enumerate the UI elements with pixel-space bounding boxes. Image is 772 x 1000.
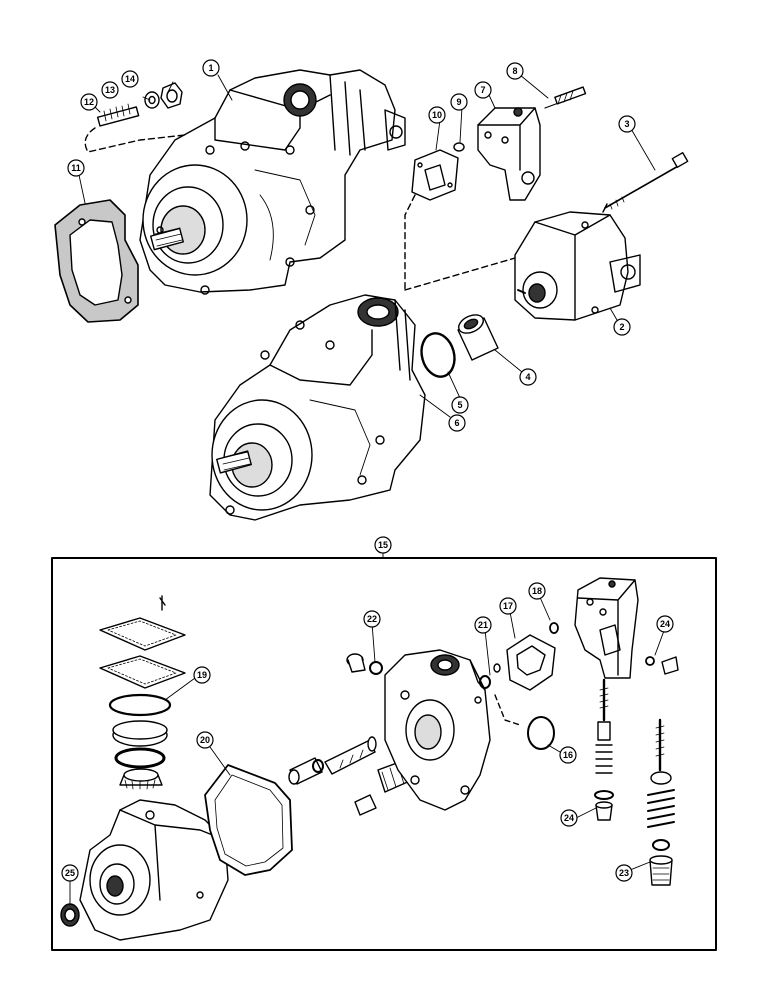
spring-plunger-columns [594,678,675,886]
callout-4: 4 [519,368,537,386]
callout-9: 9 [450,93,468,111]
cover-plates-stack [99,595,186,790]
callout-2: 2 [613,318,631,336]
callout-22: 22 [363,610,381,628]
svg-text:21: 21 [478,620,488,630]
coupling-and-oring [420,314,499,378]
svg-text:25: 25 [65,868,75,878]
svg-text:4: 4 [525,372,530,382]
callout-12: 12 [80,93,98,111]
svg-text:2: 2 [619,322,624,332]
spool-assembly [288,736,413,816]
plate-and-orings [494,622,559,750]
svg-text:24: 24 [660,619,670,629]
svg-text:5: 5 [457,400,462,410]
svg-text:9: 9 [456,97,461,107]
valve-body [346,649,501,811]
callout-6: 6 [448,414,466,432]
stud-washer-nut [84,82,186,153]
callout-17: 17 [499,597,517,615]
callout-18: 18 [528,582,546,600]
callout-20: 20 [196,731,214,749]
callout-23: 23 [615,864,633,882]
callout-1: 1 [202,59,220,77]
svg-text:10: 10 [432,110,442,120]
svg-text:16: 16 [563,750,573,760]
pump-assembly-upper [139,69,406,295]
svg-text:3: 3 [624,119,629,129]
callout-7: 7 [474,81,492,99]
svg-text:14: 14 [125,74,135,84]
relief-valve-lower [574,577,679,679]
callout-24-lower: 24 [560,809,578,827]
svg-text:11: 11 [71,163,81,173]
gasket-20 [204,764,293,876]
callout-11: 11 [67,159,85,177]
callout-16: 16 [559,746,577,764]
callout-10: 10 [428,106,446,124]
relief-valve-block [404,86,587,291]
through-bolt [602,151,689,213]
callouts: 1 14 13 12 11 8 7 9 10 3 2 4 5 6 15 19 2… [61,59,674,882]
main-pump [209,294,426,521]
gasket [54,199,139,323]
callout-5: 5 [451,396,469,414]
gear-pump [404,211,641,321]
callout-24-upper: 24 [656,615,674,633]
svg-text:24: 24 [564,813,574,823]
bottom-leader-lines [69,594,666,906]
callout-8: 8 [506,62,524,80]
top-leader-lines [78,74,656,418]
svg-text:20: 20 [200,735,210,745]
svg-text:6: 6 [454,418,459,428]
svg-text:7: 7 [480,85,485,95]
callout-14: 14 [121,70,139,88]
callout-3: 3 [618,115,636,133]
svg-text:23: 23 [619,868,629,878]
svg-text:22: 22 [367,614,377,624]
svg-text:13: 13 [105,85,115,95]
svg-text:8: 8 [512,66,517,76]
svg-text:12: 12 [84,97,94,107]
callout-15: 15 [374,536,392,554]
svg-text:1: 1 [208,63,213,73]
svg-text:15: 15 [378,540,388,550]
inset-frame [51,557,717,951]
callout-13: 13 [101,81,119,99]
callout-19: 19 [193,666,211,684]
svg-text:18: 18 [532,586,542,596]
pump-body-lower [60,799,229,941]
svg-text:19: 19 [197,670,207,680]
svg-text:17: 17 [503,601,513,611]
callout-25: 25 [61,864,79,882]
callout-21: 21 [474,616,492,634]
